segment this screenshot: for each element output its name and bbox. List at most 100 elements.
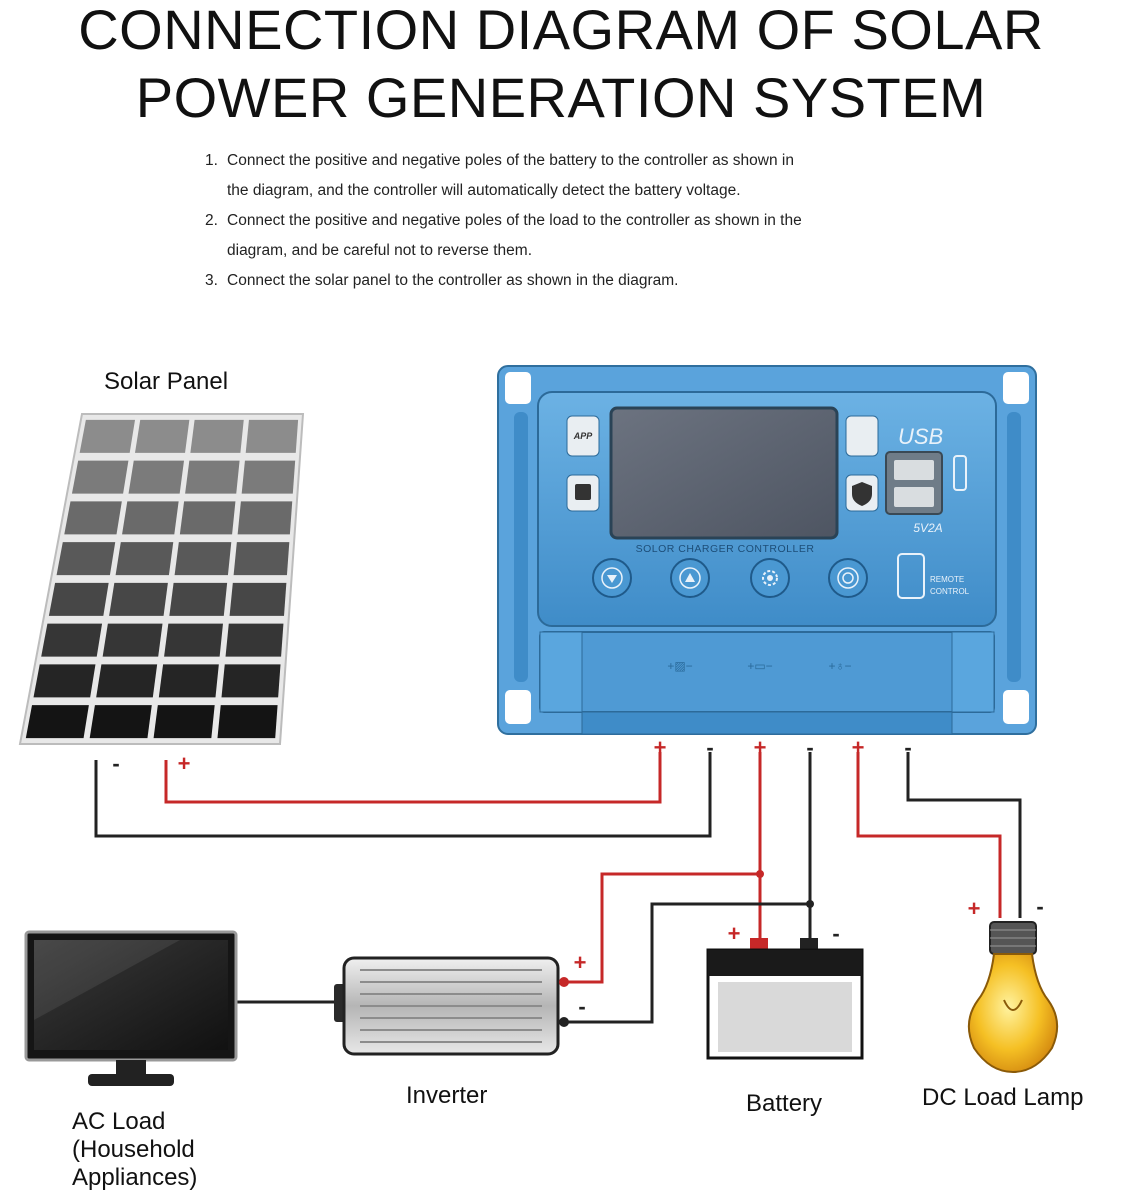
solar-cell [89, 705, 152, 739]
sun-icon [762, 570, 778, 586]
lamp-terminal-icon: +♁− [828, 659, 851, 673]
lcd-screen [609, 406, 839, 540]
instruction-step-2: 2. Connect the positive and negative pol… [205, 206, 985, 266]
inverter-fins [360, 969, 542, 1043]
usb-symbol-icon [953, 455, 967, 491]
filament-icon [1003, 999, 1023, 1011]
solar-cell [128, 460, 185, 494]
step-number: 1. [205, 152, 218, 169]
phone-icon [897, 553, 925, 599]
solar-cell [237, 501, 293, 535]
solar-cell [41, 623, 103, 657]
solar-cell [233, 542, 290, 576]
charge-controller: APP USB 5V2A SOLOR CHARGER CONTROLLER [497, 365, 1037, 735]
device-polarity-markers: - + + - + - + - [112, 751, 1043, 1019]
power-icon [842, 572, 854, 584]
solar-cell [221, 664, 281, 698]
inverter [334, 956, 569, 1056]
shield-icon [852, 482, 872, 506]
solar-cell [115, 542, 174, 576]
solar-cell [79, 419, 136, 453]
plus-sign: + [574, 950, 587, 975]
plus-sign: + [754, 735, 767, 760]
plus-sign: + [968, 896, 981, 921]
solar-cell [109, 582, 168, 616]
remote-label-1: REMOTE [930, 575, 964, 584]
step-text-line: Connect the solar panel to the controlle… [227, 272, 679, 289]
transfer-button[interactable] [845, 415, 879, 457]
lamp-positive-wire [856, 752, 1002, 918]
step-text-line: the diagram, and the controller will aut… [227, 182, 741, 199]
solar-negative-wire [94, 752, 712, 838]
step-text-line: Connect the positive and negative poles … [227, 152, 794, 169]
dc-load-lamp [967, 921, 1059, 1074]
ac-load-label-line: AC Load [72, 1108, 166, 1135]
solar-cell [71, 460, 129, 494]
up-arrow-icon [685, 573, 695, 582]
inverter-positive-wire [566, 872, 760, 984]
ac-load-monitor [24, 930, 238, 1086]
power-button[interactable] [828, 558, 868, 598]
solar-cell [190, 419, 244, 453]
minus-sign: - [904, 735, 911, 760]
plus-sign: + [654, 735, 667, 760]
minus-sign: - [832, 921, 839, 946]
controller-polarity-markers: + - + - + - [654, 735, 912, 760]
step-number: 3. [205, 272, 218, 289]
solar-cell [48, 582, 109, 616]
solar-cell [56, 542, 116, 576]
solar-cell [225, 623, 284, 657]
minus-sign: - [578, 994, 585, 1019]
down-arrow-icon [607, 575, 617, 583]
diagram-title-line-1: CONNECTION DIAGRAM OF SOLAR [78, 0, 1044, 61]
remote-label-2: CONTROL [930, 587, 970, 596]
solar-cell [245, 419, 299, 453]
solar-cell [164, 623, 223, 657]
instruction-step-1: 1. Connect the positive and negative pol… [205, 146, 985, 206]
usb-port-2[interactable] [894, 487, 934, 507]
solar-cell [241, 460, 296, 494]
panel-terminal-icon: +▨− [667, 659, 692, 673]
up-button[interactable] [670, 558, 710, 598]
solar-cell [122, 501, 179, 535]
ac-load-label-line: (Household [72, 1136, 195, 1163]
mounting-hole-tl-icon [505, 372, 531, 404]
solar-cell [96, 664, 158, 698]
usb-port-1[interactable] [894, 460, 934, 480]
instruction-step-3: 3. Connect the solar panel to the contro… [205, 266, 985, 296]
inverter-label: Inverter [406, 1082, 488, 1109]
solar-cell [169, 582, 228, 616]
solar-cell [135, 419, 190, 453]
app-button[interactable] [566, 415, 600, 457]
plus-sign: + [728, 921, 741, 946]
wires [94, 752, 1022, 1024]
inverter-negative-wire [566, 902, 810, 1024]
solar-panel-label: Solar Panel [104, 368, 229, 395]
ac-load-label-line: Appliances) [72, 1164, 198, 1191]
mounting-hole-bl-icon [505, 690, 531, 724]
diagram-title-line-2: POWER GENERATION SYSTEM [135, 66, 987, 129]
settings-button[interactable] [750, 558, 790, 598]
step-number: 2. [205, 212, 218, 229]
function-icon [575, 484, 591, 500]
plus-sign: + [852, 735, 865, 760]
battery-label: Battery [746, 1090, 823, 1117]
solar-positive-wire [164, 752, 662, 804]
step-text-line: Connect the positive and negative poles … [227, 212, 802, 229]
positive-junction [756, 870, 764, 878]
solar-cells-grid [25, 419, 299, 739]
solar-cell [153, 705, 215, 739]
mounting-hole-tr-icon [1003, 372, 1029, 404]
instruction-list: 1. Connect the positive and negative pol… [205, 146, 985, 296]
minus-sign: - [706, 735, 713, 760]
plus-sign: + [178, 751, 191, 776]
battery [706, 938, 864, 1060]
solar-panel [18, 413, 305, 745]
solar-cell [179, 501, 236, 535]
solar-cell [158, 664, 219, 698]
down-button[interactable] [592, 558, 632, 598]
step-text-line: diagram, and be careful not to reverse t… [227, 242, 532, 259]
dc-load-lamp-label: DC Load Lamp [922, 1084, 1084, 1111]
mounting-hole-br-icon [1003, 690, 1029, 724]
